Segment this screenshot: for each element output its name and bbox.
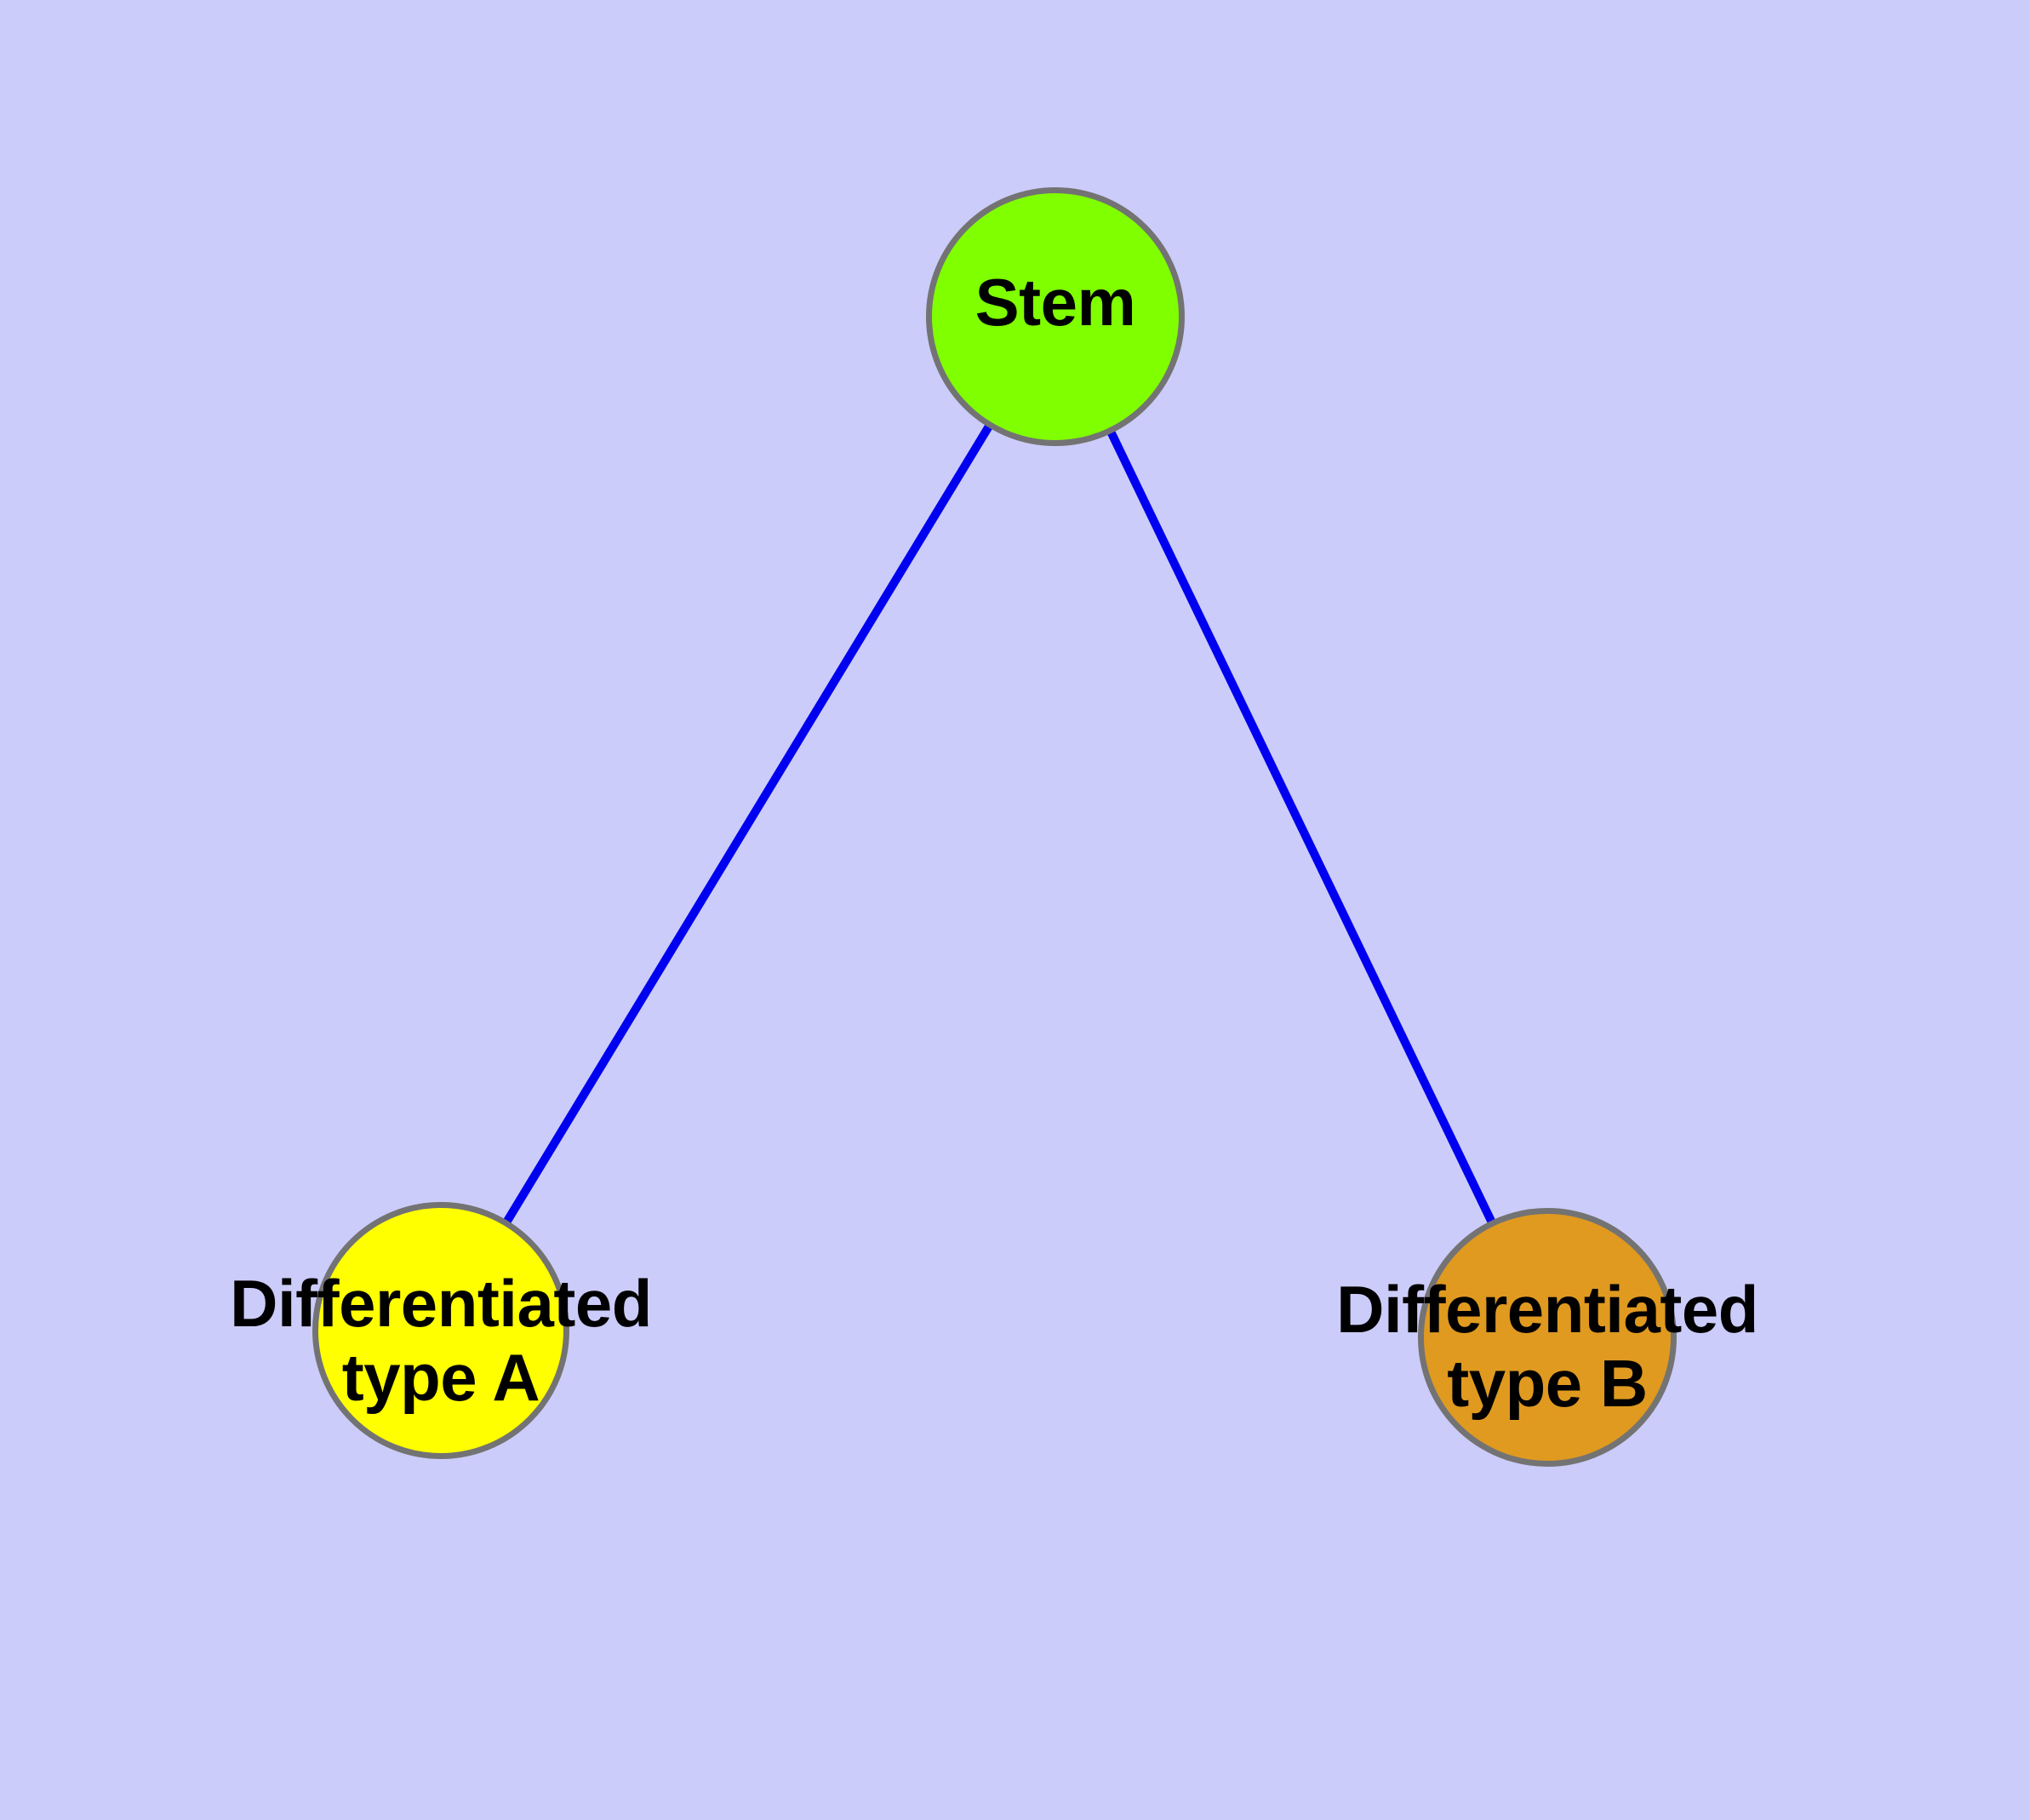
node-stem[interactable] xyxy=(926,187,1185,446)
edge-stem-to-type-a[interactable] xyxy=(437,314,1060,1333)
node-differentiated-type-b[interactable] xyxy=(1418,1208,1677,1467)
node-differentiated-type-a[interactable] xyxy=(312,1202,569,1459)
edge-stem-to-type-b[interactable] xyxy=(1051,314,1552,1340)
